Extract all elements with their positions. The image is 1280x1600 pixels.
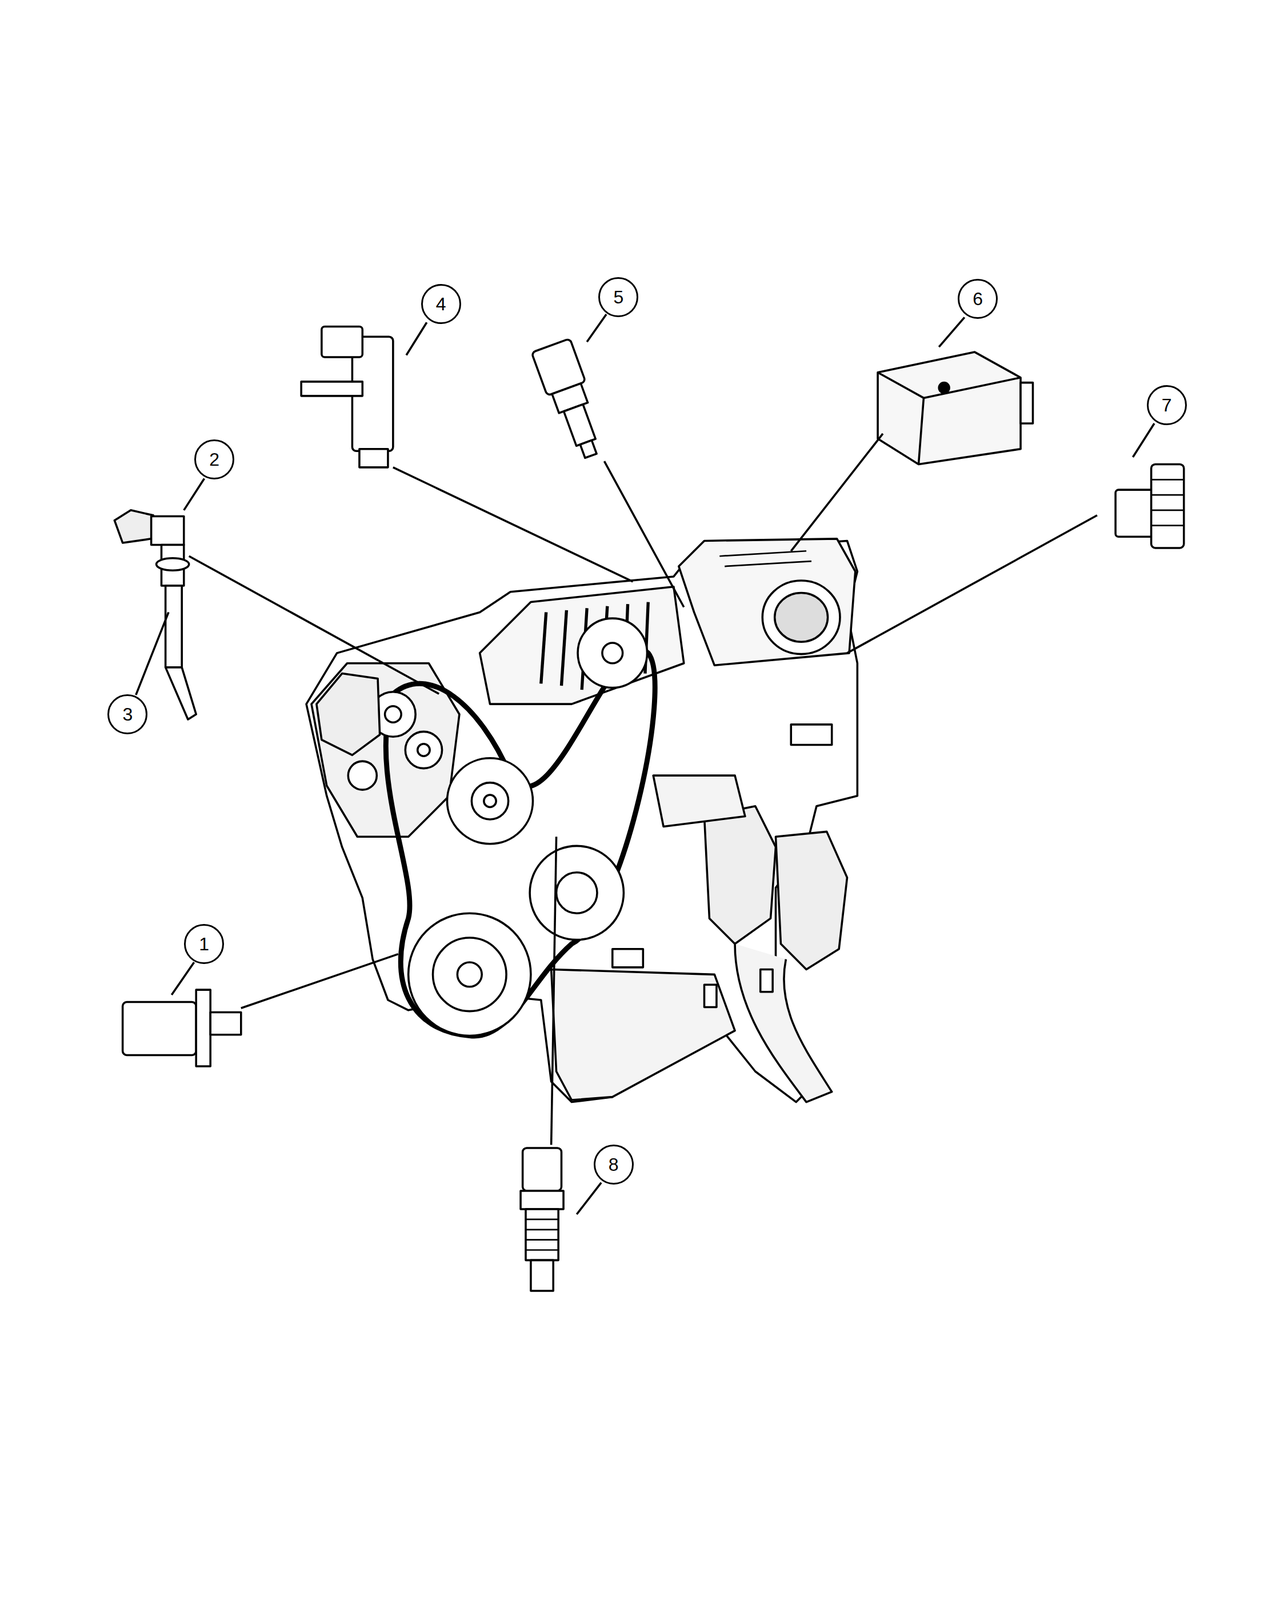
callout-number: 7 [1161,396,1172,415]
callout-circle: 8 [593,1144,634,1185]
callout-circle: 4 [421,284,462,324]
callout-number: 5 [613,288,624,307]
callout-circle: 7 [1146,385,1187,426]
callout-circle: 3 [107,694,148,735]
callout-number: 6 [972,289,983,308]
callout-circle: 2 [194,439,235,480]
callout-circle: 6 [957,278,998,319]
callout-number: 3 [122,705,133,724]
callout-circle: 1 [184,924,224,964]
callout-number: 4 [436,294,447,314]
callout-number: 1 [198,934,210,954]
callout-number: 2 [209,450,220,469]
callout-number: 8 [608,1155,619,1174]
callout-circle: 5 [598,277,639,318]
